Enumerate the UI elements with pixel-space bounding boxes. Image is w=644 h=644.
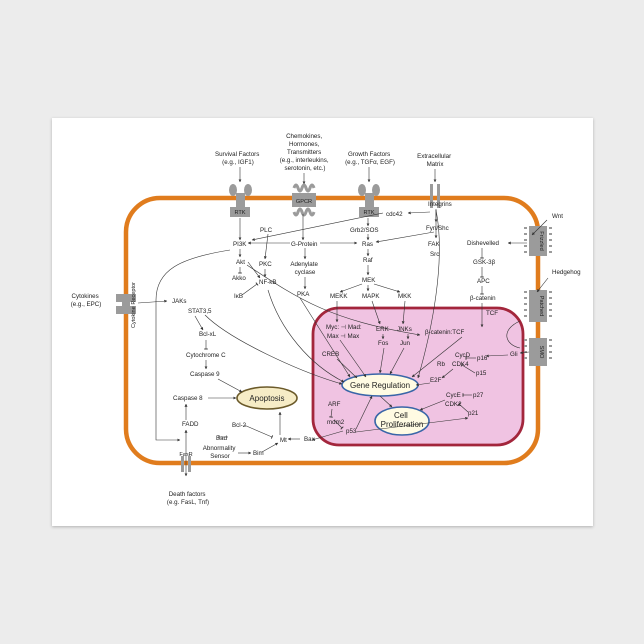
bcatenin-tcf-label: β-catenin:TCF xyxy=(425,329,465,336)
akko-label: Akko xyxy=(232,275,246,282)
p16-label: p16 xyxy=(477,355,488,362)
raf-label: Raf xyxy=(363,257,373,264)
cycd-label: CycD xyxy=(455,352,471,359)
fasr-label: FasR xyxy=(179,452,192,458)
grb2-sos-label: Grb2/SOS xyxy=(350,227,379,234)
death-factors-label: Death factors (e.g. FasL, Tnf) xyxy=(167,491,209,506)
cytokine-receptor: Cytokine Receptor xyxy=(116,282,137,328)
apc-label: APC xyxy=(477,278,490,285)
frizzled-label: Frizzled xyxy=(538,231,544,251)
bim-label: Bim xyxy=(253,450,264,457)
cytokine-receptor-label: Cytokine Receptor xyxy=(131,282,137,328)
erk-label: ERK xyxy=(376,326,390,333)
ikb-label: IκB xyxy=(234,293,243,300)
p27-label: p27 xyxy=(473,392,484,399)
p21-label: p21 xyxy=(468,410,479,417)
frizzled-receptor: Frizzled xyxy=(524,226,552,256)
mt-label: Mt xyxy=(280,437,287,444)
ras-label: Ras xyxy=(362,241,373,248)
mekk-label: MEKK xyxy=(330,293,348,300)
stat35-label: STAT3,5 xyxy=(188,308,212,315)
cell-membrane xyxy=(123,195,541,466)
hedgehog-label: Hedgehog xyxy=(552,269,581,276)
chemokines-label: Chemokines, Hormones, Transmitters (e.g.… xyxy=(280,133,331,172)
fyn-shc-label: Fyn/Shc xyxy=(426,225,449,232)
rtk-label-left: RTK xyxy=(234,210,245,216)
extracellular-matrix-label: Extracellular Matrix xyxy=(417,153,453,168)
bad-label: Bad xyxy=(216,435,228,442)
integrins-label: Integrins xyxy=(428,201,452,208)
pka-label: PKA xyxy=(297,291,310,298)
cdk2-label: CDK2 xyxy=(445,401,462,408)
rtk-receptor-left: RTK xyxy=(229,184,252,217)
mdm2-label: mdm2 xyxy=(327,419,345,426)
cdc42-label: cdc42 xyxy=(386,211,403,218)
mkk-label: MKK xyxy=(398,293,412,300)
fadd-label: FADD xyxy=(182,421,199,428)
bcatenin-label: β-catenin xyxy=(470,295,496,302)
nfkb-label: NF-κB xyxy=(259,279,277,286)
smo-label: SMO xyxy=(538,346,544,359)
apoptosis-label: Apoptosis xyxy=(249,394,284,403)
plc-label: PLC xyxy=(260,227,273,234)
pi3k-label: PI3K xyxy=(233,241,247,248)
patched-label: Patched xyxy=(538,296,544,317)
arf-label: ARF xyxy=(328,401,341,408)
gpcr-receptor: GPCR xyxy=(292,183,316,217)
cdk4-label: CDK4 xyxy=(452,361,469,368)
rtk-receptor-right: RTK xyxy=(358,184,380,217)
smo-receptor: SMO xyxy=(524,338,552,366)
src-label: Src xyxy=(430,251,439,258)
myc-mad-label: Myc: ⊣ Mad: xyxy=(326,324,362,331)
e2f-label: E2F xyxy=(430,377,442,384)
rtk-label-right: RTK xyxy=(363,210,374,216)
caspase9-label: Caspase 9 xyxy=(190,371,220,378)
mapk-label: MAPK xyxy=(362,293,380,300)
cytochrome-c-label: Cytochrome C xyxy=(186,352,226,359)
jaks-label: JAKs xyxy=(172,298,186,305)
apoptosis-node: Apoptosis xyxy=(236,386,298,410)
adenylate-cyclase-label: Adenylate cyclase xyxy=(290,261,319,276)
integrin-receptor xyxy=(430,184,440,208)
bcl2-label: Bcl-2 xyxy=(232,422,247,429)
patched-receptor: Patched xyxy=(524,290,552,322)
cytokines-label: Cytokines (e.g., EPC) xyxy=(71,293,102,308)
pathway-arrows xyxy=(137,167,549,477)
abnormality-sensor-label: Abnormality Sensor xyxy=(203,445,237,460)
fasr-receptor: FasR xyxy=(179,452,193,472)
cyce-label: CycE xyxy=(446,392,461,399)
survival-factors-label: Survival Factors (e.g., IGF1) xyxy=(215,151,261,166)
creb-label: CREB xyxy=(322,351,339,358)
gene-regulation-label: Gene Regulation xyxy=(350,381,410,390)
fos-label: Fos xyxy=(378,340,388,347)
max-max-label: Max ⊣ Max xyxy=(327,333,360,340)
gli-label: Gli xyxy=(510,351,518,358)
gpcr-label: GPCR xyxy=(296,199,312,205)
caspase8-label: Caspase 8 xyxy=(173,395,203,402)
wnt-label: Wnt xyxy=(552,213,563,220)
fak-label: FAK xyxy=(428,241,441,248)
growth-factors-label: Growth Factors (e.g., TGFα, EGF) xyxy=(345,151,395,166)
p15-label: p15 xyxy=(476,370,487,377)
g-protein-label: G-Protein xyxy=(291,241,318,248)
bclxl-label: Bcl-xL xyxy=(199,331,217,338)
gsk3b-label: GSK-3β xyxy=(473,259,496,266)
akt-label: Akt xyxy=(236,259,245,266)
cell-proliferation-node: Cell Proliferation xyxy=(374,406,430,436)
jun-label: Jun xyxy=(400,340,411,347)
tcf-label: TCF xyxy=(486,310,498,317)
rb-label: Rb xyxy=(437,361,445,368)
pkc-label: PKC xyxy=(259,261,272,268)
mek-label: MEK xyxy=(362,277,376,284)
p53-label: p53 xyxy=(346,428,357,435)
bax-label: Bax xyxy=(304,436,316,443)
gene-regulation-node: Gene Regulation xyxy=(341,373,419,397)
cell-proliferation-label: Cell Proliferation xyxy=(381,411,424,429)
jnks-label: JNKs xyxy=(397,326,412,333)
dishevelled-label: Dishevelled xyxy=(467,240,500,247)
